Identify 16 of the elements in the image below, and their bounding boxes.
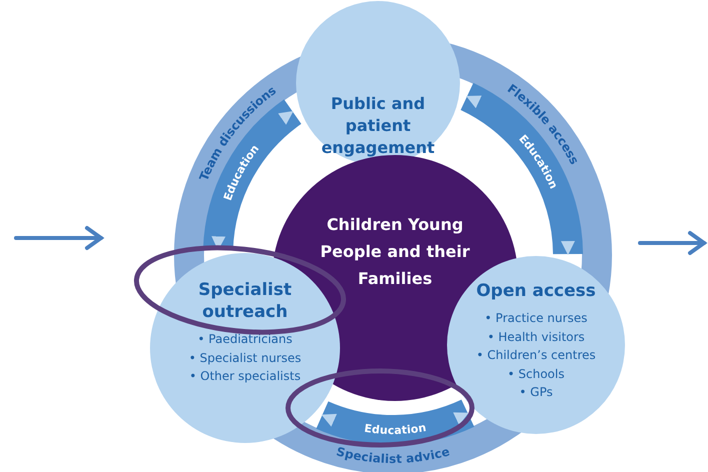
circle-title: Open access: [475, 280, 597, 302]
edge-label: Education: [364, 420, 427, 437]
curved-arrow: [317, 399, 474, 445]
bullet-item: • Schools: [508, 366, 564, 382]
curved-arrow: [460, 83, 583, 256]
band-label: Specialist advice: [334, 444, 452, 466]
bullet-item: • Specialist nurses: [188, 350, 302, 366]
circle-title: Children Young People and their Families: [319, 214, 471, 290]
circle-title: Specialist outreach: [197, 279, 293, 323]
bullet-item: • Other specialists: [189, 368, 301, 385]
circle-title: Public and patient engagement: [320, 93, 436, 159]
bullet-item: • GPs: [519, 384, 553, 401]
bullet-item: • Health visitors: [487, 328, 585, 346]
bullet-item: • Paediatricians: [198, 331, 292, 348]
bullet-item: • Children’s centres: [476, 347, 596, 364]
bullet-item: • Practice nurses: [484, 310, 588, 327]
